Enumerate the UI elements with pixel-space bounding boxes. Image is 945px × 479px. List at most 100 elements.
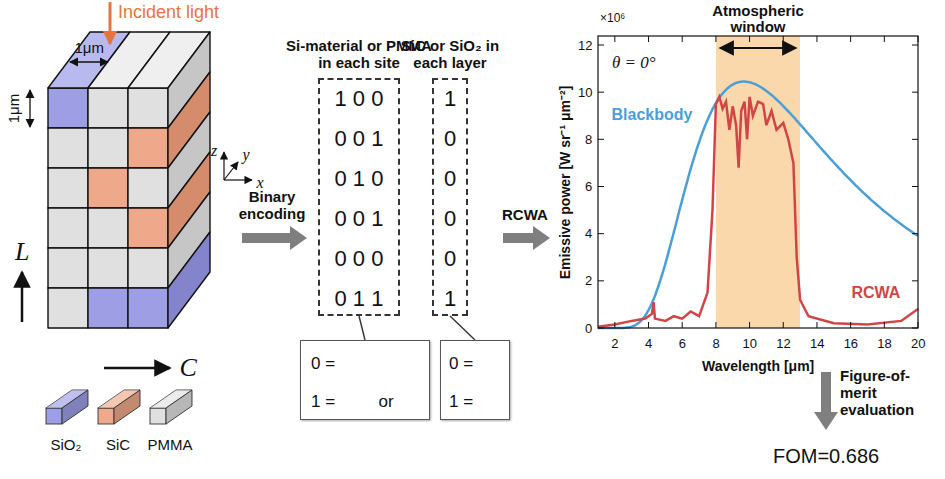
- cube-face: [128, 208, 168, 248]
- tick: [614, 322, 615, 328]
- arrow-label: RCWA: [502, 206, 548, 223]
- cube-face: [88, 88, 128, 128]
- key-text: or: [379, 392, 394, 411]
- tick-label: 16: [844, 335, 858, 352]
- dimension-arrow: [29, 90, 30, 127]
- axis-letter: y: [243, 146, 250, 163]
- legend-text: PMMA: [148, 436, 193, 453]
- cube-stack: [48, 32, 210, 328]
- tick: [598, 233, 604, 234]
- tick: [912, 45, 918, 46]
- column-arrow: [104, 367, 170, 370]
- incident-arrow: [109, 2, 112, 44]
- tick: [912, 139, 918, 140]
- tick: [749, 322, 750, 328]
- tick: [850, 36, 851, 42]
- tick: [912, 233, 918, 234]
- tick: [682, 322, 683, 328]
- tick: [783, 322, 784, 328]
- legend-swatch: [150, 408, 166, 424]
- matrix-row: 0 0 1: [335, 127, 384, 151]
- matrix-row: 0: [444, 247, 456, 271]
- matrix-row: 0: [444, 127, 456, 151]
- axis-title: Wavelength [μm]: [702, 358, 814, 375]
- swatch-side: [62, 390, 88, 424]
- swatch-side: [114, 390, 140, 424]
- tick-label: 10: [743, 335, 757, 352]
- axis-multiplier: ×10⁶: [600, 10, 625, 27]
- cube-face: [48, 288, 88, 328]
- tick: [598, 280, 604, 281]
- cube-face: [128, 288, 168, 328]
- cube-face: [128, 88, 168, 128]
- cube-face: [168, 232, 210, 328]
- tick: [884, 36, 885, 42]
- dimension-label: 1μm: [75, 39, 104, 56]
- dimension-label: 1μm: [5, 93, 22, 122]
- key-text: 0 =: [311, 354, 335, 373]
- curve-label: RCWA: [852, 284, 901, 301]
- tick: [598, 328, 604, 329]
- matrix-row: 0 1 0: [335, 167, 384, 191]
- cube-face: [88, 168, 128, 208]
- cube-face: [88, 288, 128, 328]
- callout-connector: [359, 316, 365, 340]
- axis-title: Emissive power [W sr⁻¹ μm⁻²]: [557, 85, 574, 279]
- chart: [598, 36, 918, 328]
- arrow-label: Binary encoding: [232, 188, 312, 222]
- matrix-row: 1: [444, 287, 456, 311]
- cube-face: [128, 128, 168, 168]
- tick: [598, 186, 604, 187]
- result-value: FOM=0.686: [773, 448, 879, 465]
- tick-label: 8: [712, 335, 719, 352]
- tick: [783, 36, 784, 42]
- tick: [749, 36, 750, 42]
- rcwa-curve: [598, 97, 918, 327]
- legend-text: SiO₂: [51, 436, 82, 453]
- matrix-row: 0 0 0: [335, 247, 384, 271]
- tick: [648, 36, 649, 42]
- dimension-arrow: [70, 61, 108, 62]
- tick: [918, 322, 919, 328]
- length-arrow: [21, 272, 24, 322]
- axis-symbol: C: [180, 354, 197, 382]
- tick-label: 14: [810, 335, 824, 352]
- matrix-row: 1 0 0: [335, 87, 384, 111]
- tick-label: 8: [585, 131, 592, 148]
- step-label: Figure-of-merit evaluation: [840, 367, 945, 418]
- process-arrow: [814, 372, 838, 430]
- tick: [598, 92, 604, 93]
- tick: [715, 36, 716, 42]
- swatch-shade: [166, 390, 192, 424]
- swatch-shade: [114, 390, 140, 424]
- matrix-row: 0 1 1: [335, 287, 384, 311]
- cube-face: [48, 88, 88, 128]
- tick: [648, 322, 649, 328]
- cube-face: [48, 128, 88, 168]
- cube-face: [128, 168, 168, 208]
- axis-letter: z: [211, 142, 217, 159]
- tick: [850, 322, 851, 328]
- tick: [682, 36, 683, 42]
- band-label: Atmospheric window: [703, 3, 813, 35]
- tick: [912, 280, 918, 281]
- tick: [598, 139, 604, 140]
- cube-face: [88, 128, 128, 168]
- process-arrow: [503, 226, 550, 250]
- tick-label: 10: [578, 84, 592, 101]
- key-text: 0 =: [449, 354, 473, 373]
- cube-face: [128, 248, 168, 288]
- legend-text: SiC: [106, 436, 130, 453]
- callout-connector: [450, 316, 475, 340]
- tick-label: 18: [877, 335, 891, 352]
- key-text: 1 =: [449, 392, 473, 411]
- tick: [816, 322, 817, 328]
- legend-swatch: [98, 408, 114, 424]
- matrix-row: 0 0 1: [335, 207, 384, 231]
- cube-face: [48, 168, 88, 208]
- column-heading: SiC or SiO₂ in each layer: [394, 37, 506, 71]
- curve-label: Blackbody: [612, 106, 693, 123]
- tick-label: 4: [645, 335, 652, 352]
- tick: [912, 328, 918, 329]
- axis-symbol: L: [15, 238, 29, 266]
